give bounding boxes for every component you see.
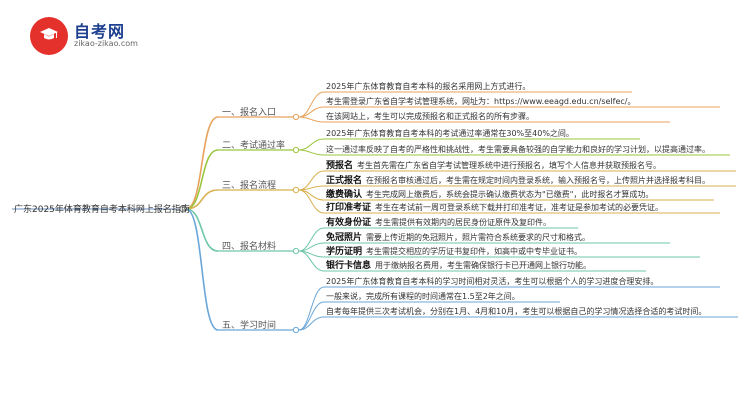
branch-connector — [185, 189, 219, 210]
leaf-item: 2025年广东体育教育自考本科的考试通过率通常在30%至40%之间。 — [326, 129, 574, 139]
logo-subtitle: zikao-zikao.com — [74, 39, 138, 48]
leaf-item: 一般来说，完成所有课程的时间通常在1.5至2年之间。 — [326, 292, 520, 302]
leaf-text: 2025年广东体育教育自考本科的报名采用网上方式进行。 — [326, 82, 531, 91]
leaf-key: 免冠照片 — [326, 233, 363, 243]
leaf-item: 有效身份证考生需提供有效期内的居民身份证原件及复印件。 — [326, 218, 551, 228]
leaf-text: 一般来说，完成所有课程的时间通常在1.5至2年之间。 — [326, 292, 520, 301]
branch-label: 二、考试通过率 — [222, 141, 286, 151]
leaf-item: 2025年广东体育教育自考本科的报名采用网上方式进行。 — [326, 82, 530, 92]
leaf-text: 用于缴纳报名费用，考生需确保银行卡已开通网上银行功能。 — [375, 261, 592, 270]
leaf-item: 银行卡信息用于缴纳报名费用，考生需确保银行卡已开通网上银行功能。 — [326, 261, 591, 271]
graduation-cap-icon — [40, 28, 58, 40]
leaf-text: 在预报名审核通过后，考生需在规定时间内登录系统，输入预报名号，上传照片并选择报考… — [366, 176, 711, 185]
branch-connector — [185, 149, 219, 210]
leaf-text: 考生完成网上缴费后，系统会提示确认缴费状态为"已缴费"，此时报名才算成功。 — [366, 190, 654, 199]
leaf-connector — [298, 138, 325, 151]
branch-connector — [185, 208, 219, 252]
leaf-text: 2025年广东体育教育自考本科的考试通过率通常在30%至40%之间。 — [326, 129, 574, 138]
branch-label: 四、报名材料 — [222, 242, 277, 252]
leaf-key: 正式报名 — [326, 176, 363, 186]
leaf-item: 2025年广东体育教育自考本科的学习时间相对灵活，考生可以根据个人的学习进度合理… — [326, 277, 658, 287]
leaf-text: 考生需提交相应的学历证书复印件，如高中或中专毕业证书。 — [366, 247, 583, 256]
leaf-connector — [298, 91, 325, 118]
branch-node[interactable] — [292, 247, 300, 255]
leaf-text: 考生需登录广东省自学考试管理系统，网址为：https://www.eeagd.e… — [326, 97, 636, 106]
leaf-key: 银行卡信息 — [326, 261, 372, 271]
leaf-text: 考生需提供有效期内的居民身份证原件及复印件。 — [375, 218, 552, 227]
leaf-item: 打印准考证考生在考试前一周可登录系统下载并打印准考证，准考证是参加考试的必要凭证… — [326, 203, 663, 213]
leaf-connector — [298, 116, 325, 123]
leaf-key: 缴费确认 — [326, 190, 363, 200]
leaf-item: 免冠照片需要上传近期的免冠照片，照片需符合系统要求的尺寸和格式。 — [326, 233, 590, 243]
leaf-item: 预报名考生首先需在广东省自学考试管理系统中进行预报名，填写个人信息并获取预报名号… — [326, 161, 661, 171]
leaf-connector — [298, 185, 325, 191]
branch-label: 三、报名流程 — [222, 181, 277, 191]
leaf-text: 2025年广东体育教育自考本科的学习时间相对灵活，考生可以根据个人的学习进度合理… — [326, 277, 659, 286]
leaf-text: 自考每年提供三次考试机会，分别在1月、4月和10月，考生可以根据自己的学习情况选… — [326, 307, 707, 316]
site-logo[interactable]: 自考网 zikao-zikao.com — [30, 17, 190, 55]
leaf-item: 在该网站上，考生可以完成预报名和正式报名的所有步骤。 — [326, 112, 534, 122]
leaf-connector — [298, 170, 325, 191]
branch-node[interactable] — [292, 113, 300, 121]
leaf-key: 打印准考证 — [326, 203, 372, 213]
leaf-text: 这一通过率反映了自考的严格性和挑战性，考生需要具备较强的自学能力和良好的学习计划… — [326, 145, 710, 154]
leaf-connector — [298, 250, 325, 272]
leaf-key: 预报名 — [326, 161, 354, 171]
branch-node[interactable] — [292, 146, 300, 154]
leaf-item: 自考每年提供三次考试机会，分别在1月、4月和10月，考生可以根据自己的学习情况选… — [326, 307, 706, 317]
leaf-connector — [298, 316, 325, 331]
branch-label: 一、报名入口 — [222, 108, 277, 118]
root-topic: 广东2025年体育教育自考本科网上报名指南 — [14, 205, 190, 215]
branch-connector — [185, 116, 219, 210]
leaf-key: 有效身份证 — [326, 218, 372, 228]
branch-connector — [185, 208, 219, 331]
leaf-text: 需要上传近期的免冠照片，照片需符合系统要求的尺寸和格式。 — [366, 233, 591, 242]
leaf-item: 缴费确认考生完成网上缴费后，系统会提示确认缴费状态为"已缴费"，此时报名才算成功… — [326, 190, 653, 200]
leaf-key: 学历证明 — [326, 247, 363, 257]
branch-node[interactable] — [292, 326, 300, 334]
branch-node[interactable] — [292, 186, 300, 194]
leaf-connector — [298, 149, 325, 156]
leaf-item: 这一通过率反映了自考的严格性和挑战性，考生需要具备较强的自学能力和良好的学习计划… — [326, 145, 710, 155]
leaf-item: 学历证明考生需提交相应的学历证书复印件，如高中或中专毕业证书。 — [326, 247, 582, 257]
leaf-connector — [298, 227, 325, 252]
leaf-text: 考生首先需在广东省自学考试管理系统中进行预报名，填写个人信息并获取预报名号。 — [357, 161, 662, 170]
leaf-connector — [298, 189, 325, 214]
branch-label: 五、学习时间 — [222, 321, 277, 331]
leaf-text: 考生在考试前一周可登录系统下载并打印准考证，准考证是参加考试的必要凭证。 — [375, 203, 664, 212]
leaf-text: 在该网站上，考生可以完成预报名和正式报名的所有步骤。 — [326, 112, 534, 121]
leaf-item: 考生需登录广东省自学考试管理系统，网址为：https://www.eeagd.e… — [326, 97, 635, 107]
logo-title: 自考网 — [74, 22, 126, 41]
leaf-item: 正式报名在预报名审核通过后，考生需在规定时间内登录系统，输入预报名号，上传照片并… — [326, 176, 710, 186]
logo-badge — [30, 17, 68, 55]
